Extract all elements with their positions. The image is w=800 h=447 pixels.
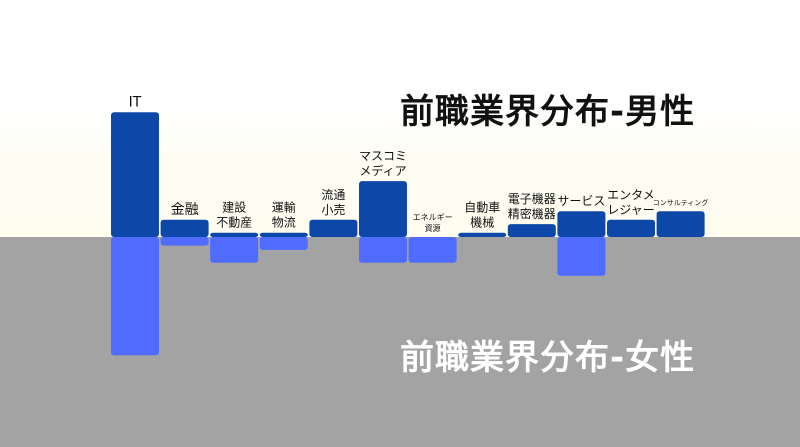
bar-female-9 bbox=[557, 237, 606, 276]
category-label-line: 機械 bbox=[470, 215, 494, 230]
bar-male-9 bbox=[557, 211, 606, 237]
bar-male-4 bbox=[309, 219, 358, 237]
category-label-line: 不動産 bbox=[216, 215, 252, 230]
category-label-line: 運輸 bbox=[272, 200, 296, 215]
bar-female-3 bbox=[259, 237, 308, 250]
category-label-11: コンサルティング bbox=[653, 198, 709, 207]
category-label-line: メディア bbox=[359, 163, 406, 178]
category-label-line: コンサルティング bbox=[653, 198, 709, 207]
category-label-line: 自動車 bbox=[464, 201, 500, 215]
category-label-line: 小売 bbox=[321, 202, 345, 217]
category-label-2: 建設不動産 bbox=[216, 200, 252, 230]
category-label-10: エンタメレジャー bbox=[607, 188, 655, 217]
category-label-3: 運輸物流 bbox=[272, 200, 296, 230]
category-label-line: サービス bbox=[557, 194, 605, 208]
category-label-7: 自動車機械 bbox=[464, 201, 500, 230]
bar-male-8 bbox=[507, 224, 556, 237]
category-label-4: 流通小売 bbox=[321, 188, 345, 217]
bar-male-7 bbox=[458, 232, 507, 237]
category-label-9: サービス bbox=[557, 194, 605, 208]
bar-male-11 bbox=[656, 211, 705, 237]
bar-male-0 bbox=[111, 112, 159, 237]
bar-female-0 bbox=[111, 237, 159, 356]
category-label-6: エネルギー資源 bbox=[413, 213, 453, 233]
bar-male-1 bbox=[160, 219, 209, 237]
bar-female-2 bbox=[210, 237, 259, 263]
bar-male-10 bbox=[607, 219, 655, 237]
category-label-line: 建設 bbox=[222, 200, 246, 215]
category-label-8: 電子機器精密機器 bbox=[508, 191, 556, 221]
bar-female-1 bbox=[160, 237, 209, 246]
chart-title-female: 前職業界分布-女性 bbox=[400, 338, 696, 378]
category-label-line: 物流 bbox=[272, 216, 296, 230]
bar-male-2 bbox=[210, 232, 259, 237]
category-label-line: エネルギー bbox=[413, 213, 453, 222]
bar-female-5 bbox=[359, 237, 407, 263]
category-label-5: マスコミメディア bbox=[359, 149, 407, 178]
category-label-line: 金融 bbox=[171, 202, 199, 218]
category-label-line: 電子機器 bbox=[508, 191, 556, 206]
bar-male-5 bbox=[359, 181, 407, 237]
category-label-line: IT bbox=[129, 94, 142, 110]
category-label-line: 流通 bbox=[321, 188, 345, 202]
category-label-1: 金融 bbox=[171, 202, 199, 218]
bar-female-6 bbox=[408, 237, 457, 263]
category-label-line: 資源 bbox=[425, 223, 441, 233]
category-label-line: マスコミ bbox=[359, 149, 407, 163]
category-label-line: 精密機器 bbox=[508, 206, 556, 221]
category-label-line: レジャー bbox=[607, 203, 654, 217]
category-label-0: IT bbox=[129, 94, 142, 110]
category-label-line: エンタメ bbox=[607, 188, 655, 202]
bar-male-3 bbox=[259, 232, 308, 237]
chart-title-male: 前職業界分布-男性 bbox=[400, 92, 696, 132]
